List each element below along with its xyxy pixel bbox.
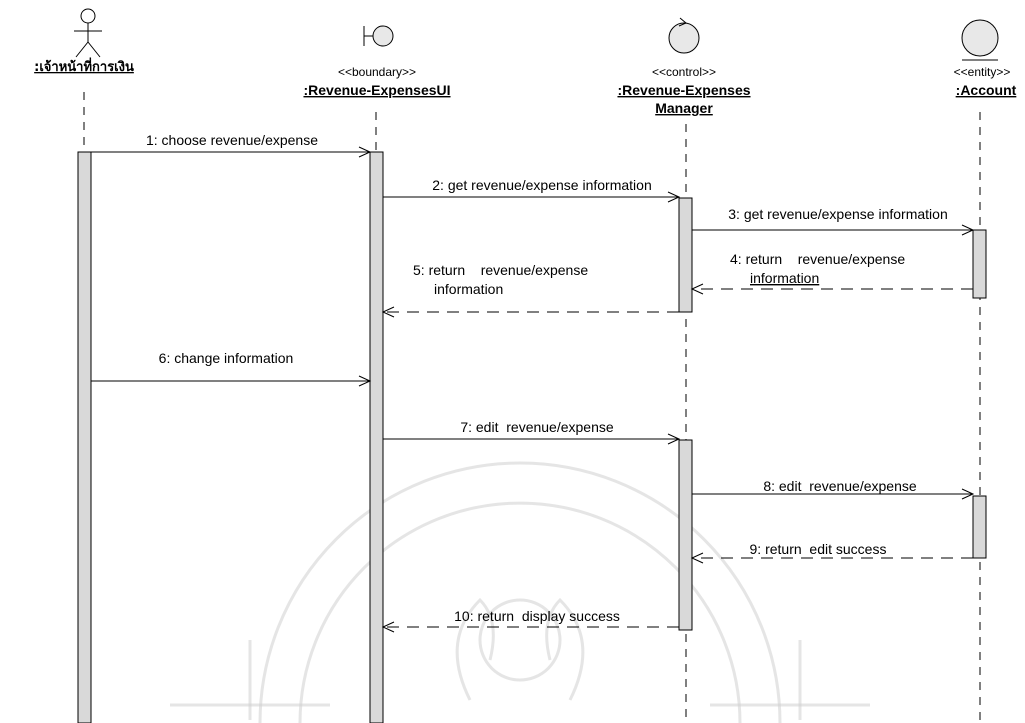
participant-actor: :เจ้าหน้าที่การเงิน xyxy=(34,8,134,75)
message-label: 1: choose revenue/expense xyxy=(146,132,318,148)
arrowhead-open xyxy=(667,433,681,445)
participant-name-line-1: :Revenue-Expenses xyxy=(617,82,750,98)
message-label: 8: edit revenue/expense xyxy=(763,478,917,494)
watermark-seal xyxy=(170,461,870,723)
message-8: 8: edit revenue/expense xyxy=(692,478,975,500)
participant-stereotype: <<boundary>> xyxy=(338,65,416,79)
message-3: 3: get revenue/expense information xyxy=(692,206,975,236)
participant-control: <<control>> :Revenue-Expenses Manager xyxy=(617,17,751,116)
arrowhead-open xyxy=(381,306,395,318)
message-1: 1: choose revenue/expense xyxy=(91,132,372,158)
activation-bar-entity-1 xyxy=(972,229,987,299)
participant-name: :Account xyxy=(956,82,1017,98)
boundary-icon xyxy=(363,25,394,47)
message-5: 5: return revenue/expense information xyxy=(381,262,679,318)
arrowhead-open xyxy=(961,224,975,236)
message-label: 7: edit revenue/expense xyxy=(460,419,614,435)
activation-bar-boundary xyxy=(369,151,384,723)
activation-bar-control-1 xyxy=(678,197,693,313)
message-label: 10: return display success xyxy=(454,608,620,624)
message-6: 6: change information xyxy=(91,350,372,387)
arrowhead-open xyxy=(690,552,704,564)
message-label: 5: return revenue/expense xyxy=(413,262,588,278)
activation-bar-actor xyxy=(77,151,92,723)
message-label-line-2: information xyxy=(434,281,503,297)
arrowhead-open xyxy=(381,621,395,633)
message-4: 4: return revenue/expense information xyxy=(690,251,973,295)
participant-name-line-2: Manager xyxy=(655,100,713,116)
arrowhead-open xyxy=(667,191,681,203)
message-label: 4: return revenue/expense xyxy=(730,251,905,267)
actor-icon xyxy=(74,8,102,58)
message-7: 7: edit revenue/expense xyxy=(383,419,681,445)
arrowhead-open xyxy=(358,146,372,158)
message-2: 2: get revenue/expense information xyxy=(383,177,681,203)
participant-stereotype: <<entity>> xyxy=(954,65,1011,79)
arrowhead-open xyxy=(358,375,372,387)
activation-bar-control-2 xyxy=(678,439,693,631)
entity-icon xyxy=(961,19,999,61)
control-icon xyxy=(668,17,700,54)
participant-name: :เจ้าหน้าที่การเงิน xyxy=(34,57,134,75)
participant-boundary: <<boundary>> :Revenue-ExpensesUI xyxy=(303,25,451,98)
message-label: 9: return edit success xyxy=(750,541,887,557)
message-10: 10: return display success xyxy=(381,608,679,633)
message-label-line-2: information xyxy=(750,270,819,286)
participant-entity: <<entity>> :Account xyxy=(954,19,1017,98)
participant-stereotype: <<control>> xyxy=(652,65,716,79)
message-label: 3: get revenue/expense information xyxy=(728,206,947,222)
message-label: 6: change information xyxy=(159,350,294,366)
activation-bar-entity-2 xyxy=(972,495,987,559)
arrowhead-open xyxy=(961,488,975,500)
arrowhead-open xyxy=(690,283,704,295)
message-9: 9: return edit success xyxy=(690,541,973,564)
message-label: 2: get revenue/expense information xyxy=(432,177,651,193)
participant-name: :Revenue-ExpensesUI xyxy=(303,82,450,98)
